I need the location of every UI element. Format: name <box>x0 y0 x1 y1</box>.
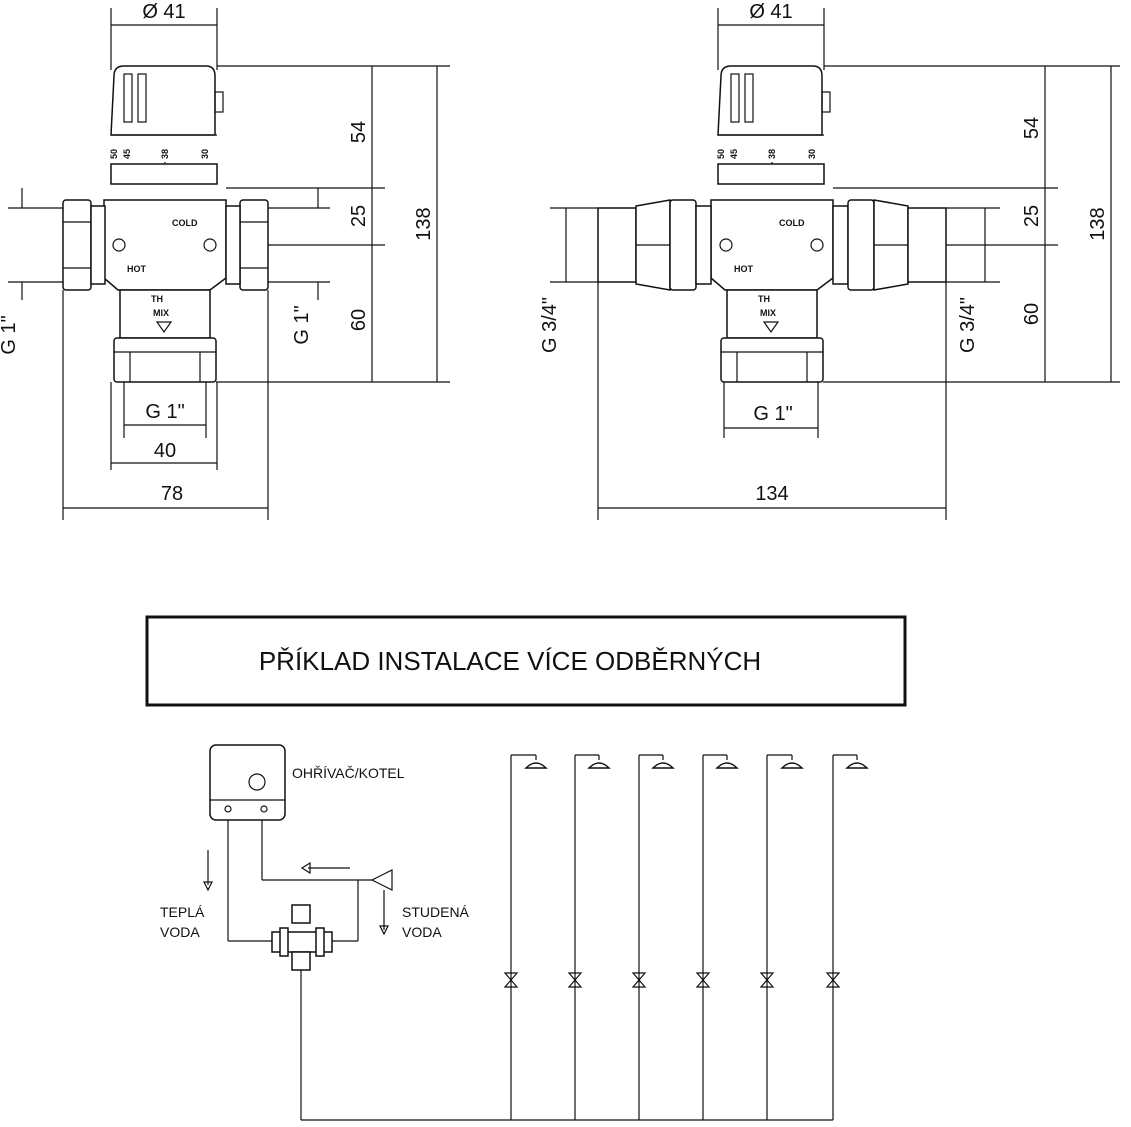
left-scale-30: 30 <box>200 149 210 159</box>
cold-water-label-2: VODA <box>402 924 442 940</box>
shower-branch-3 <box>631 754 675 1120</box>
right-scale-50: 50 <box>716 149 726 159</box>
right-scale-38: 38 <box>767 149 777 159</box>
left-thread-side-right: G 1" <box>291 305 313 344</box>
right-thread-bottom: G 1" <box>753 403 792 425</box>
right-valve-drawing: Ø 41 50 45 38 30 COLD HOT TH MIX <box>539 1 1120 520</box>
right-cold-label: COLD <box>779 218 805 228</box>
left-dim-40: 40 <box>154 440 176 462</box>
left-scale-38: 38 <box>160 149 170 159</box>
left-th-label: TH <box>151 294 163 304</box>
right-thread-side-right: G 3/4" <box>957 297 979 353</box>
left-dim-25: 25 <box>348 205 370 227</box>
shower-branch-5 <box>759 754 804 1120</box>
shower-branch-1 <box>503 754 548 1120</box>
right-th-label: TH <box>758 294 770 304</box>
cold-water-label-1: STUDENÁ <box>402 904 470 920</box>
left-dim-78: 78 <box>161 483 183 505</box>
warm-water-label-1: TEPLÁ <box>160 904 205 920</box>
mini-valve-cap <box>291 904 311 924</box>
left-dim-138: 138 <box>413 207 435 240</box>
heater-box <box>209 744 286 821</box>
left-scale-45: 45 <box>122 149 132 159</box>
shower-branch-2 <box>567 754 611 1120</box>
right-dim-60: 60 <box>1021 303 1043 325</box>
shower-branch-6 <box>825 754 869 1120</box>
left-cold-label: COLD <box>172 218 198 228</box>
installation-title-box: PŘÍKLAD INSTALACE VÍCE ODBĚRNÝCH <box>145 615 907 707</box>
left-dim-60: 60 <box>348 309 370 331</box>
right-scale-30: 30 <box>807 149 817 159</box>
right-dim-54: 54 <box>1021 117 1043 139</box>
heater-label: OHŘÍVAČ/KOTEL <box>292 765 405 781</box>
right-thread-side-left: G 3/4" <box>539 297 561 353</box>
installation-title: PŘÍKLAD INSTALACE VÍCE ODBĚRNÝCH <box>259 646 761 676</box>
right-dim-134: 134 <box>755 483 788 505</box>
installation-schematic: OHŘÍVAČ/KOTEL TEPLÁ VODA STUDENÁ VODA <box>160 744 869 1121</box>
right-hot-label: HOT <box>734 264 754 274</box>
shower-branch-4 <box>695 754 739 1120</box>
right-scale-45: 45 <box>729 149 739 159</box>
left-thread-bottom: G 1" <box>145 401 184 423</box>
left-valve-drawing: Ø 41 50 45 38 30 COLD HOT TH MIX <box>0 1 450 520</box>
left-diameter-label: Ø 41 <box>142 1 185 23</box>
left-scale-50: 50 <box>109 149 119 159</box>
right-diameter-label: Ø 41 <box>749 1 792 23</box>
right-dim-138: 138 <box>1087 207 1109 240</box>
left-thread-side-left: G 1" <box>0 315 20 354</box>
right-mix-label: MIX <box>760 308 776 318</box>
right-dim-25: 25 <box>1021 205 1043 227</box>
left-dim-54: 54 <box>348 121 370 143</box>
left-mix-label: MIX <box>153 308 169 318</box>
warm-water-label-2: VODA <box>160 924 200 940</box>
left-hot-label: HOT <box>127 264 147 274</box>
